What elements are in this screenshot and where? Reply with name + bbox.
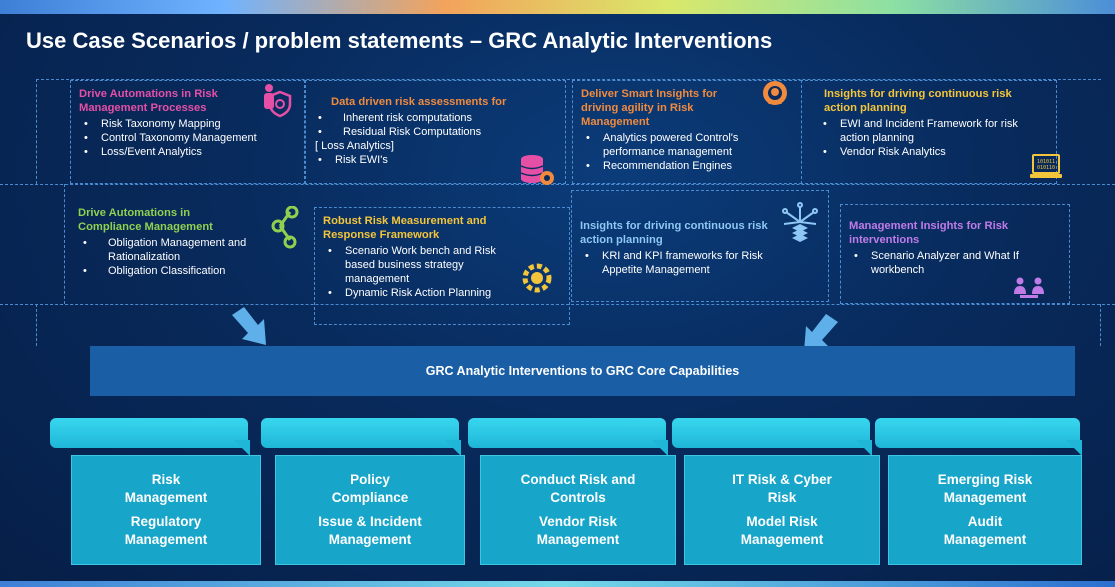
capability-tab-tail bbox=[1066, 440, 1082, 456]
card-continuous-planning-top: Insights for driving continuous risk act… bbox=[800, 80, 1057, 184]
binary-laptop-icon: 101011 010110 bbox=[1030, 154, 1062, 185]
bottom-color-strip bbox=[0, 581, 1115, 587]
capability-line: Policy bbox=[350, 472, 390, 487]
card-heading: Insights for driving continuous risk act… bbox=[580, 220, 768, 246]
capability-line: Management bbox=[328, 532, 412, 547]
card-item: Residual Risk Computations bbox=[313, 125, 557, 139]
card-note: [ Loss Analytics] bbox=[315, 140, 394, 152]
top-color-strip bbox=[0, 0, 1115, 14]
capability-line: Regulatory bbox=[130, 514, 202, 529]
dashed-frame-top bbox=[36, 79, 1101, 80]
card-item: Scenario Analyzer and What If workbench bbox=[849, 249, 1029, 277]
capability-line: Management bbox=[124, 490, 208, 505]
card-heading: Drive Automations in Risk Management Pro… bbox=[79, 88, 218, 114]
dashed-frame-left-mid bbox=[64, 184, 65, 304]
dashed-frame-mid bbox=[0, 184, 1115, 185]
card-item: Control Taxonomy Management bbox=[79, 131, 297, 145]
card-smart-insights: Deliver Smart Insights for driving agili… bbox=[572, 80, 802, 184]
people-meeting-icon bbox=[1012, 276, 1046, 305]
capability-tab-tail bbox=[234, 440, 250, 456]
card-heading: Insights for driving continuous risk act… bbox=[824, 88, 1012, 114]
capability-line: Model Risk bbox=[746, 514, 818, 529]
slide-title: Use Case Scenarios / problem statements … bbox=[26, 28, 773, 53]
card-management-insights: Management Insights for Risk interventio… bbox=[840, 204, 1070, 304]
dashed-frame-right-low bbox=[1100, 304, 1101, 346]
capability-line: Management bbox=[943, 490, 1027, 505]
card-heading: Data driven risk assessments for bbox=[331, 96, 507, 108]
dashed-frame-low bbox=[0, 304, 1115, 305]
capability-tab bbox=[261, 418, 459, 448]
capability-line: Controls bbox=[550, 490, 606, 505]
capability-line: Risk bbox=[767, 490, 797, 505]
card-heading: Deliver Smart Insights for driving agili… bbox=[581, 88, 718, 128]
svg-text:010110: 010110 bbox=[1037, 165, 1055, 171]
database-gear-icon bbox=[520, 153, 556, 192]
core-capabilities-bar: GRC Analytic Interventions to GRC Core C… bbox=[90, 346, 1075, 396]
worker-gear-icon bbox=[760, 80, 790, 113]
capability-policy-compliance: Policy Compliance Issue & Incident Manag… bbox=[275, 455, 465, 565]
card-item: Risk Taxonomy Mapping bbox=[79, 117, 297, 131]
card-item: Scenario Work bench and Risk based busin… bbox=[323, 244, 523, 286]
capability-risk-management: Risk Management Regulatory Management bbox=[71, 455, 261, 565]
card-item: Inherent risk computations bbox=[313, 111, 557, 125]
card-risk-automation: Drive Automations in Risk Management Pro… bbox=[70, 80, 306, 184]
network-layers-icon bbox=[780, 202, 820, 251]
card-item: Obligation Management and Rationalizatio… bbox=[78, 236, 300, 264]
capability-tab bbox=[50, 418, 248, 448]
card-data-driven-assessment: Data driven risk assessments for Inheren… bbox=[304, 80, 566, 184]
down-arrow-right bbox=[800, 312, 842, 359]
brain-gear-icon bbox=[522, 262, 552, 299]
dashed-frame-left-top bbox=[36, 79, 37, 184]
capability-line: Risk bbox=[151, 472, 181, 487]
capability-line: Audit bbox=[967, 514, 1003, 529]
down-arrow-left bbox=[228, 305, 270, 352]
card-heading: Management Insights for Risk interventio… bbox=[849, 220, 1009, 246]
capability-line: Management bbox=[943, 532, 1027, 547]
capability-line: Management bbox=[536, 532, 620, 547]
capability-tab-tail bbox=[445, 440, 461, 456]
capability-tab-tail bbox=[652, 440, 668, 456]
capability-emerging-risk: Emerging Risk Management Audit Managemen… bbox=[888, 455, 1082, 565]
shield-user-icon bbox=[260, 82, 294, 123]
capability-line: Vendor Risk bbox=[538, 514, 618, 529]
capability-tab bbox=[672, 418, 870, 448]
molecule-network-icon bbox=[268, 205, 302, 255]
card-item: EWI and Incident Framework for risk acti… bbox=[818, 117, 1028, 145]
card-item: Dynamic Risk Action Planning bbox=[323, 286, 523, 300]
card-heading: Drive Automations in Compliance Manageme… bbox=[78, 207, 213, 233]
capability-tab bbox=[875, 418, 1080, 448]
card-item: Obligation Classification bbox=[78, 264, 300, 278]
card-risk-measurement: Robust Risk Measurement and Response Fra… bbox=[314, 207, 570, 325]
card-item: KRI and KPI frameworks for Risk Appetite… bbox=[580, 249, 800, 277]
svg-text:101011: 101011 bbox=[1037, 159, 1055, 165]
card-heading: Robust Risk Measurement and Response Fra… bbox=[323, 215, 487, 241]
capability-line: Issue & Incident bbox=[318, 514, 422, 529]
capability-line: Management bbox=[124, 532, 208, 547]
card-item: Vendor Risk Analytics bbox=[818, 145, 1028, 159]
capability-tab-tail bbox=[856, 440, 872, 456]
capability-line: Emerging Risk bbox=[937, 472, 1033, 487]
card-item: Recommendation Engines bbox=[581, 159, 793, 173]
card-continuous-planning-mid: Insights for driving continuous risk act… bbox=[571, 190, 829, 302]
capability-line: Conduct Risk and bbox=[520, 472, 636, 487]
capability-line: Compliance bbox=[331, 490, 409, 505]
capability-conduct-risk: Conduct Risk and Controls Vendor Risk Ma… bbox=[480, 455, 676, 565]
card-item: Loss/Event Analytics bbox=[79, 145, 297, 159]
dashed-frame-left-low bbox=[36, 304, 37, 346]
capability-line: Management bbox=[740, 532, 824, 547]
card-item: Analytics powered Control's performance … bbox=[581, 131, 793, 159]
card-item: Risk EWI's bbox=[313, 153, 557, 167]
capability-tab bbox=[468, 418, 666, 448]
card-compliance-automation: Drive Automations in Compliance Manageme… bbox=[70, 200, 308, 298]
capability-line: IT Risk & Cyber bbox=[732, 472, 832, 487]
capability-it-cyber-risk: IT Risk & Cyber Risk Model Risk Manageme… bbox=[684, 455, 880, 565]
